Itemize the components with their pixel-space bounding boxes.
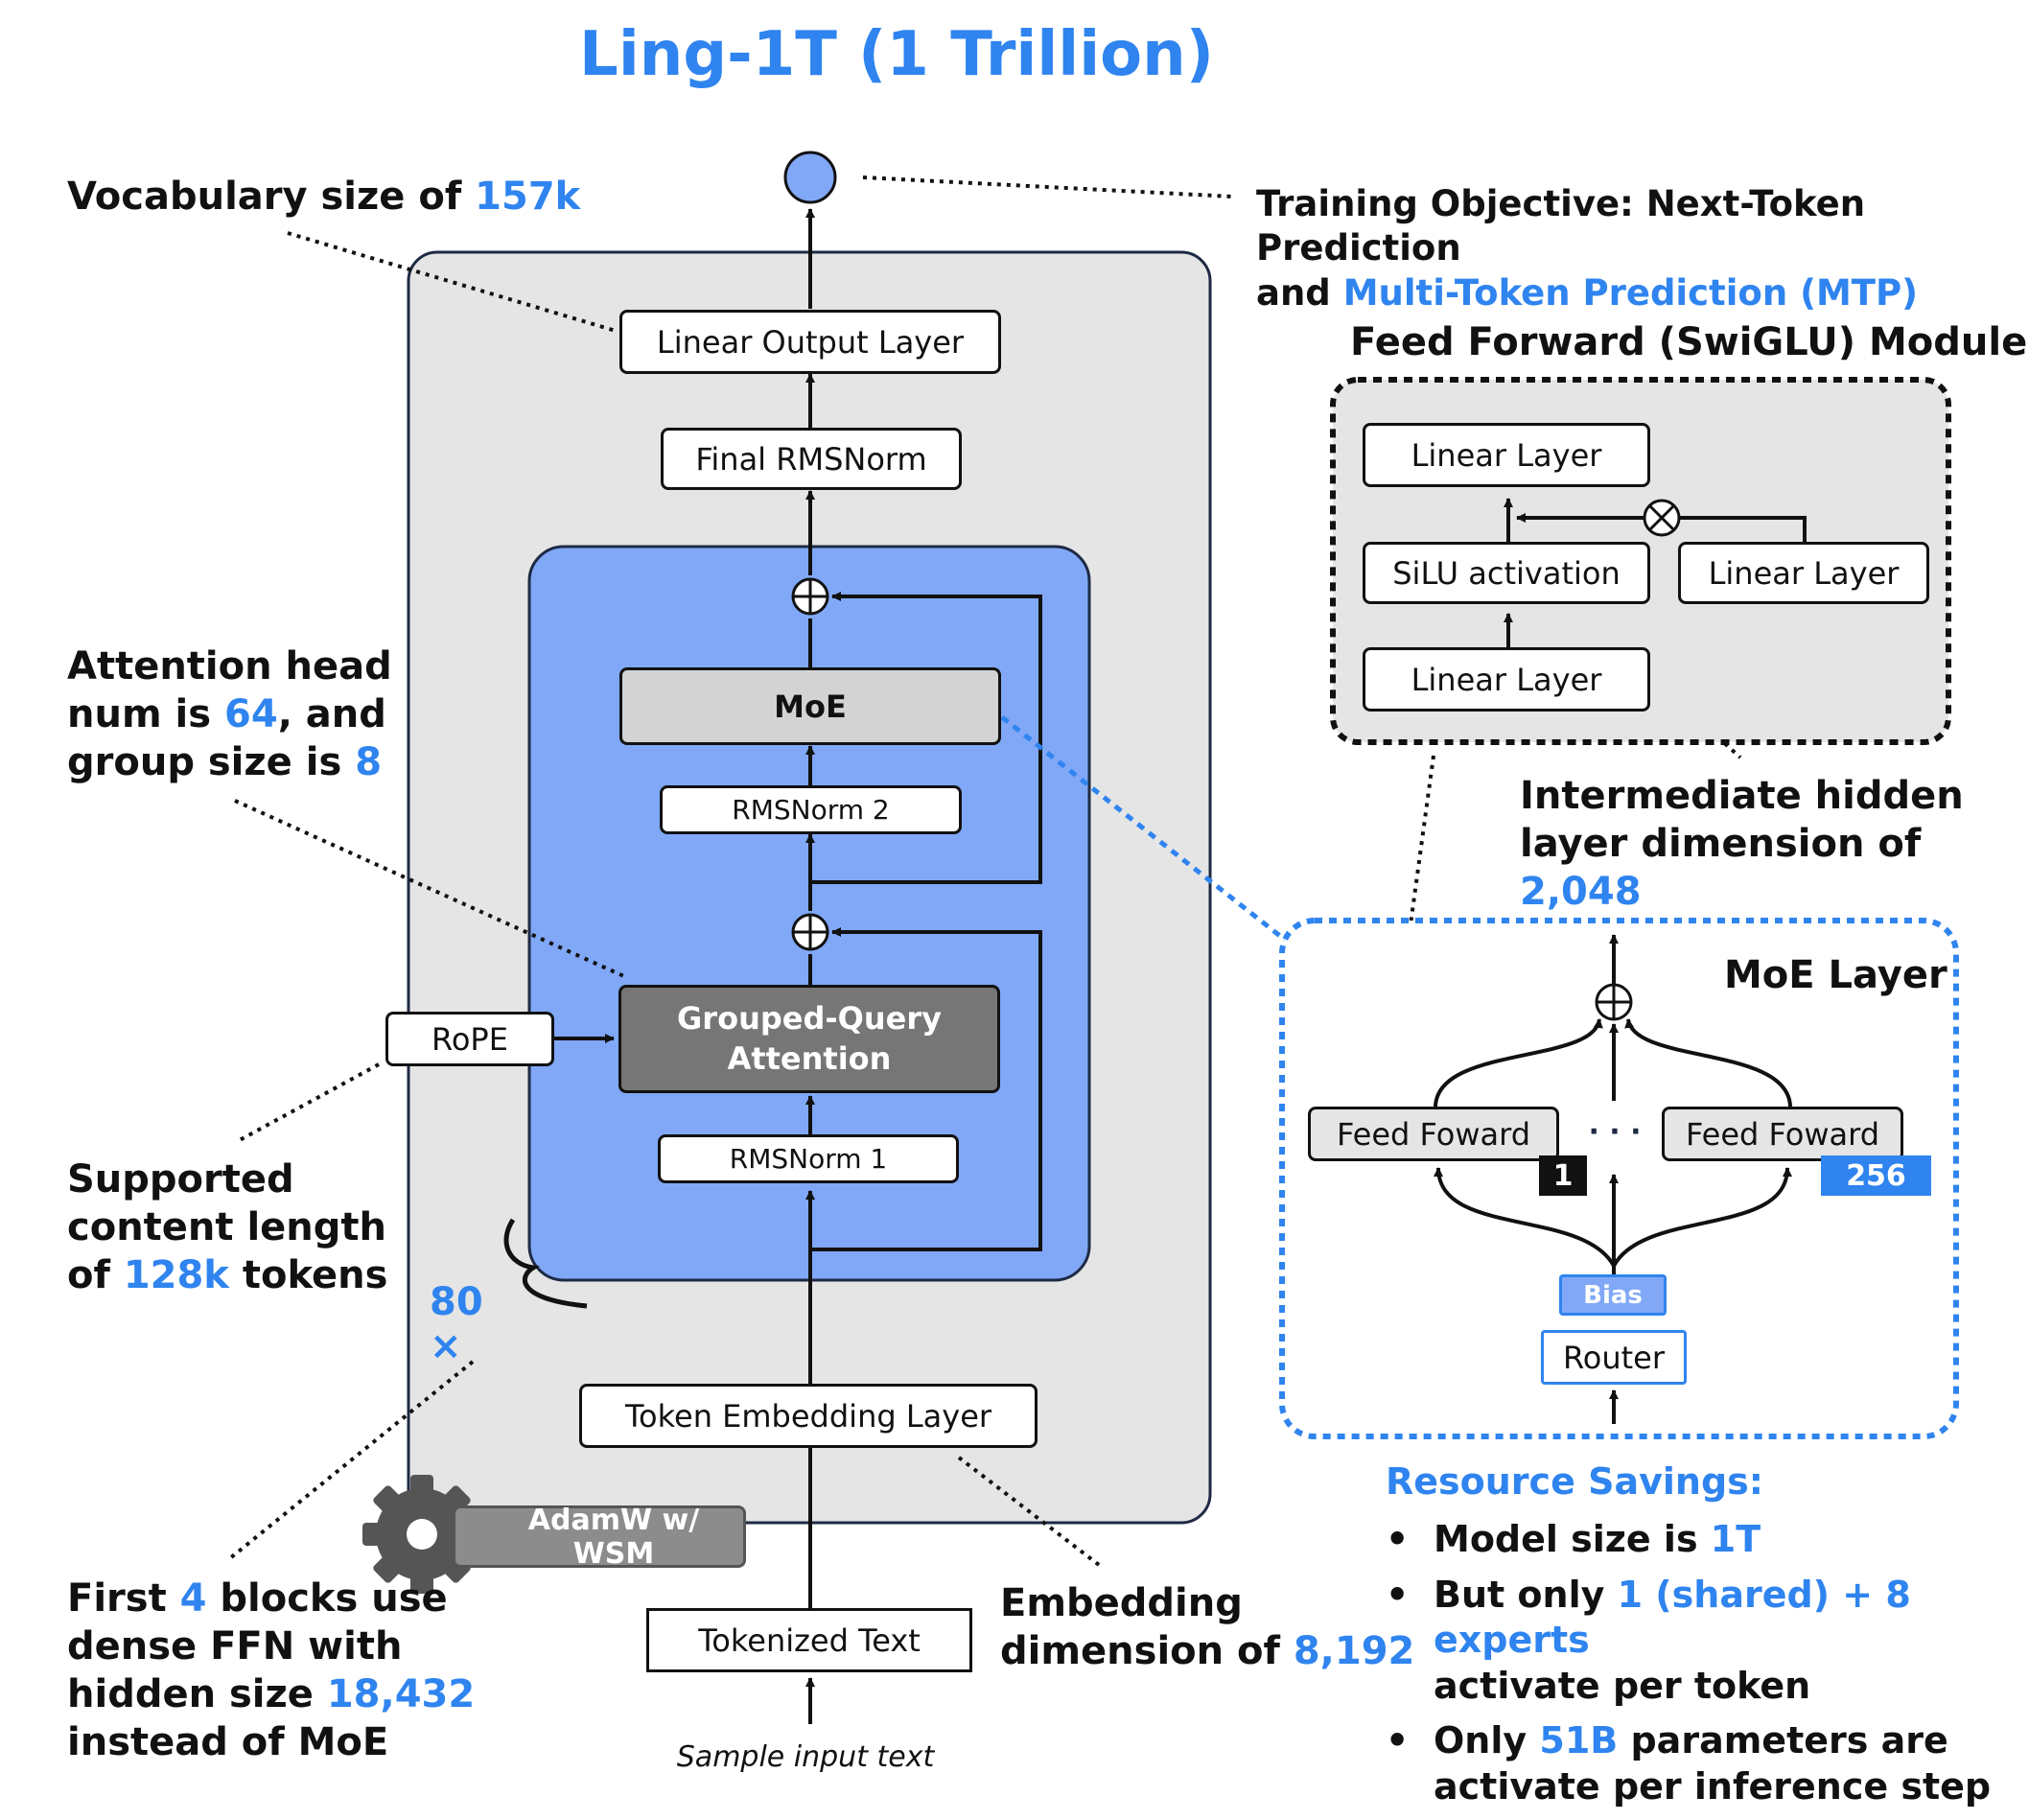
moe-add-icon: [1595, 983, 1633, 1021]
savings-b2-prefix: But only: [1434, 1573, 1618, 1616]
moe-layer-title: MoE Layer: [1724, 953, 1947, 997]
tokenized-text: Tokenized Text: [646, 1608, 972, 1672]
ffn-linear-right: Linear Layer: [1678, 542, 1929, 604]
page-title: Ling-1T (1 Trillion): [579, 19, 1214, 90]
residual-add-icon: [791, 913, 829, 951]
context-l3-suffix: tokens: [228, 1253, 388, 1297]
savings-item-experts: But only 1 (shared) + 8 expertsactivate …: [1386, 1573, 2018, 1710]
vocab-prefix: Vocabulary size of: [67, 175, 476, 219]
attention-l3-prefix: group size is: [67, 740, 356, 784]
savings-b3-value: 51B: [1539, 1719, 1619, 1762]
router-box: Router: [1541, 1330, 1687, 1385]
dense-l3-prefix: hidden size: [67, 1672, 327, 1716]
ffn-silu: SiLU activation: [1363, 542, 1650, 604]
savings-b2-value: 1 (shared) + 8 experts: [1434, 1573, 1911, 1662]
intermediate-value: 2,048: [1520, 870, 1642, 914]
embedding-line1: Embedding: [1000, 1581, 1243, 1625]
attention-l2-suffix: , and: [277, 692, 386, 736]
training-line1: Training Objective: Next-Token Predictio…: [1256, 183, 1866, 269]
rmsnorm-1: RMSNorm 1: [658, 1134, 959, 1183]
training-value: Multi-Token Prediction (MTP): [1342, 271, 1919, 314]
gqa-line2: Attention: [727, 1039, 892, 1077]
ffn-module-title: Feed Forward (SwiGLU) Module: [1350, 320, 2028, 364]
training-annotation: Training Objective: Next-Token Predictio…: [1256, 182, 2029, 315]
vocab-annotation: Vocabulary size of 157k: [67, 173, 580, 221]
dense-hidden: 18,432: [326, 1672, 476, 1716]
dense-line4: instead of MoE: [67, 1720, 389, 1764]
bias-box: Bias: [1559, 1274, 1667, 1316]
multiply-icon: [1643, 499, 1681, 537]
savings-b1-prefix: Model size is: [1434, 1518, 1711, 1560]
embedding-prefix: dimension of: [1000, 1629, 1294, 1673]
attention-line1: Attention head: [67, 644, 392, 688]
dense-blocks: 4: [179, 1576, 207, 1621]
savings-item-model-size: Model size is 1T: [1386, 1517, 2018, 1563]
dense-l1-prefix: First: [67, 1576, 180, 1621]
output-token-icon: [783, 151, 837, 204]
savings-b3-suffix: parameters are: [1618, 1719, 1948, 1762]
intermediate-annotation: Intermediate hidden layer dimension of 2…: [1520, 772, 2029, 916]
token-embedding-layer: Token Embedding Layer: [579, 1384, 1038, 1448]
dense-l1-suffix: blocks use: [206, 1576, 448, 1621]
resource-savings-list: Model size is 1T But only 1 (shared) + 8…: [1386, 1517, 2018, 1819]
repeat-count: 80 ×: [430, 1280, 483, 1368]
context-line2: content length: [67, 1205, 386, 1249]
dense-line2: dense FFN with: [67, 1624, 403, 1668]
final-rmsnorm: Final RMSNorm: [661, 428, 962, 490]
embedding-annotation: Embedding dimension of 8,192: [1000, 1579, 1414, 1675]
attention-annotation: Attention head num is 64, and group size…: [67, 642, 392, 786]
savings-b2-suffix: activate per token: [1434, 1664, 1811, 1707]
gear-icon: [362, 1475, 481, 1594]
expert-right: Feed Foward: [1662, 1107, 1903, 1161]
moe-box: MoE: [619, 667, 1001, 745]
rmsnorm-2: RMSNorm 2: [660, 785, 962, 834]
intermediate-prefix: layer dimension of: [1520, 822, 1922, 866]
attention-heads: 64: [224, 692, 278, 736]
ffn-linear-bottom: Linear Layer: [1363, 647, 1650, 712]
intermediate-line1: Intermediate hidden: [1520, 774, 1964, 818]
residual-add-icon: [791, 577, 829, 616]
context-value: 128k: [123, 1253, 229, 1297]
moe-layer-frame: [1279, 918, 1959, 1439]
training-prefix: and: [1256, 271, 1343, 314]
repeat-brace-icon: [503, 1218, 588, 1309]
rope-box: RoPE: [385, 1012, 554, 1066]
context-annotation: Supported content length of 128k tokens: [67, 1155, 387, 1299]
expert-left: Feed Foward: [1308, 1107, 1559, 1161]
resource-savings-title: Resource Savings:: [1386, 1460, 1763, 1503]
context-line1: Supported: [67, 1157, 294, 1202]
linear-output-layer: Linear Output Layer: [619, 310, 1001, 374]
attention-group: 8: [355, 740, 383, 784]
savings-b3-line2: activate per inference step: [1434, 1764, 1992, 1808]
ffn-linear-top: Linear Layer: [1363, 423, 1650, 487]
context-l3-prefix: of: [67, 1253, 124, 1297]
optimizer-badge: AdamW w/ WSM: [453, 1504, 746, 1571]
savings-b1-value: 1T: [1710, 1518, 1761, 1560]
gqa-line1: Grouped-Query: [677, 999, 942, 1037]
expert-ellipsis: · · ·: [1588, 1114, 1642, 1149]
vocab-value: 157k: [475, 175, 581, 219]
savings-b3-prefix: Only: [1434, 1719, 1540, 1762]
attention-l2-prefix: num is: [67, 692, 225, 736]
expert-badge-256: 256: [1821, 1155, 1931, 1196]
gqa-box: Grouped-Query Attention: [618, 985, 1000, 1093]
expert-badge-1: 1: [1539, 1155, 1587, 1196]
sample-input: Sample input text: [676, 1740, 935, 1774]
dense-annotation: First 4 blocks use dense FFN with hidden…: [67, 1575, 475, 1766]
